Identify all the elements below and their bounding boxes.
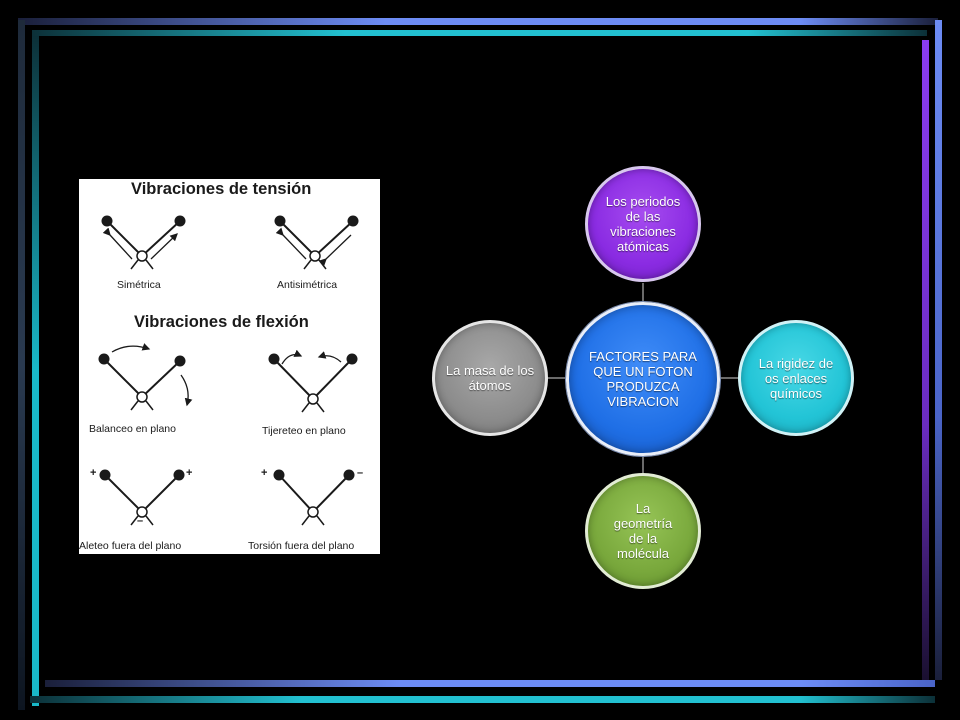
wagging-sign-right: + <box>186 467 193 479</box>
antisymmetric-label: Antisimétrica <box>277 279 338 291</box>
scissoring-label: Tijereteo en plano <box>262 425 346 437</box>
node-right: La rigidez de os enlaces químicos <box>738 320 854 436</box>
frame-top-bar-blue <box>18 18 938 25</box>
frame-bottom-bar-teal <box>30 696 935 703</box>
node-bottom: La geometría de la molécula <box>585 473 701 589</box>
wagging-sign-left: + <box>90 467 97 479</box>
frame-left-bar-teal <box>32 36 39 706</box>
frame-right-bar-blue <box>935 20 942 680</box>
node-top: Los periodos de las vibraciones atómicas <box>585 166 701 282</box>
node-left-text: La masa de los átomos <box>445 363 535 393</box>
vibration-modes-image: Vibraciones de tensión Simétrica Antisim… <box>79 179 380 554</box>
symmetric-label: Simétrica <box>117 279 161 291</box>
central-atoms <box>130 250 327 526</box>
node-top-text: Los periodos de las vibraciones atómicas <box>605 194 681 254</box>
node-bottom-text: La geometría de la molécula <box>613 501 673 561</box>
frame-right-bar-purple <box>922 40 929 680</box>
frame-left-bar-dark <box>18 20 25 710</box>
molecule-drawings <box>102 220 354 513</box>
node-right-text: La rigidez de os enlaces químicos <box>758 355 834 401</box>
atoms <box>98 215 359 481</box>
vibration-modes-drawing <box>98 215 359 526</box>
twisting-sign-left: + <box>261 467 268 479</box>
center-node-text: FACTORES PARA QUE UN FOTON PRODUZCA VIBR… <box>589 349 697 409</box>
wagging-sign-center: – <box>137 515 144 527</box>
node-left: La masa de los átomos <box>432 320 548 436</box>
center-node: FACTORES PARA QUE UN FOTON PRODUZCA VIBR… <box>566 302 720 456</box>
frame-bottom-bar-blue <box>45 680 935 687</box>
stretch-vibrations-title: Vibraciones de tensión <box>131 180 312 198</box>
wagging-label: Aleteo fuera del plano <box>79 540 182 552</box>
bend-vibrations-title: Vibraciones de flexión <box>134 313 309 331</box>
rocking-label: Balanceo en plano <box>89 423 176 435</box>
twisting-label: Torsión fuera del plano <box>248 540 355 552</box>
twisting-sign-right: – <box>357 467 364 479</box>
frame-top-bar-teal <box>32 30 927 36</box>
